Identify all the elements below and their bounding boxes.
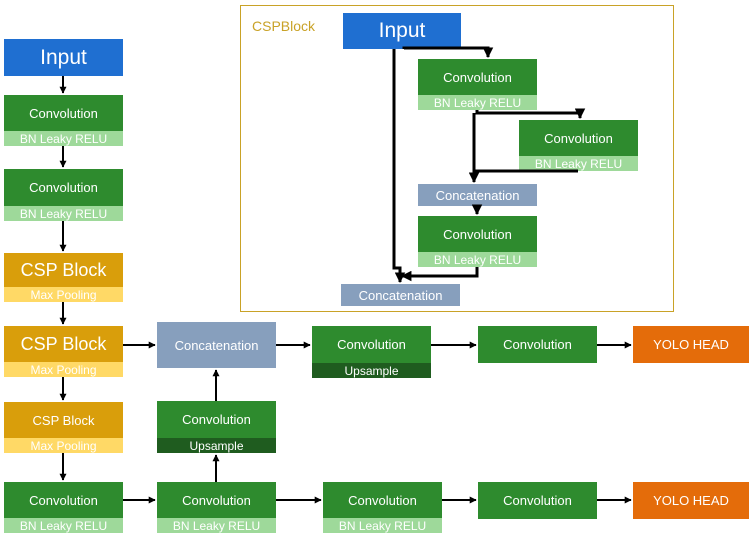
upper-yolo-head-node: YOLO HEAD	[633, 326, 749, 363]
csp-input-node: Input	[343, 13, 461, 49]
backbone-convolution-node-3: Convolution	[4, 482, 123, 518]
csp-convolution-node-2: Convolution	[519, 120, 638, 156]
backbone-max-pooling-1: Max Pooling	[4, 287, 123, 302]
csp-bn-leaky-relu-3: BN Leaky RELU	[418, 252, 537, 267]
backbone-bn-leaky-relu-3: BN Leaky RELU	[4, 518, 123, 533]
lower-yolo-head-node: YOLO HEAD	[633, 482, 749, 519]
mid-upsample: Upsample	[157, 438, 276, 453]
arrow-csp-input-to-concat2	[392, 49, 406, 284]
arrow-csp-conv2-to-concat1	[472, 113, 578, 173]
upper-convolution-node-2: Convolution	[478, 326, 597, 363]
csp-convolution-node-1: Convolution	[418, 59, 537, 95]
backbone-csp-block-node-3: CSP Block	[4, 402, 123, 438]
backbone-bn-leaky-relu-2: BN Leaky RELU	[4, 206, 123, 221]
csp-concatenation-node-1: Concatenation	[418, 184, 537, 206]
arrow-csp-conv3-to-concat2	[400, 267, 479, 282]
cspblock-frame	[240, 5, 674, 312]
csp-bn-leaky-relu-2: BN Leaky RELU	[519, 156, 638, 171]
csp-convolution-node-3: Convolution	[418, 216, 537, 252]
backbone-input-node: Input	[4, 39, 123, 76]
upper-upsample-1: Upsample	[312, 363, 431, 378]
csp-bn-leaky-relu-1: BN Leaky RELU	[418, 95, 537, 110]
lower-convolution-node-3: Convolution	[478, 482, 597, 519]
backbone-convolution-node-1: Convolution	[4, 95, 123, 131]
lower-bn-leaky-relu-2: BN Leaky RELU	[323, 518, 442, 533]
backbone-convolution-node-2: Convolution	[4, 169, 123, 206]
arrow-csp-input-to-conv1	[402, 46, 494, 59]
mid-convolution-node: Convolution	[157, 401, 276, 438]
arrow-csp-conv1-to-conv2	[475, 108, 586, 120]
backbone-max-pooling-2: Max Pooling	[4, 362, 123, 377]
lower-convolution-node-1: Convolution	[157, 482, 276, 518]
lower-bn-leaky-relu-1: BN Leaky RELU	[157, 518, 276, 533]
backbone-max-pooling-3: Max Pooling	[4, 438, 123, 453]
csp-concatenation-node-2: Concatenation	[341, 284, 460, 306]
backbone-bn-leaky-relu-1: BN Leaky RELU	[4, 131, 123, 146]
upper-concatenation-node: Concatenation	[157, 322, 276, 368]
upper-convolution-node-1: Convolution	[312, 326, 431, 363]
cspblock-title: CSPBlock	[252, 18, 316, 34]
backbone-csp-block-node-2: CSP Block	[4, 326, 123, 362]
lower-convolution-node-2: Convolution	[323, 482, 442, 518]
backbone-csp-block-node-1: CSP Block	[4, 253, 123, 287]
